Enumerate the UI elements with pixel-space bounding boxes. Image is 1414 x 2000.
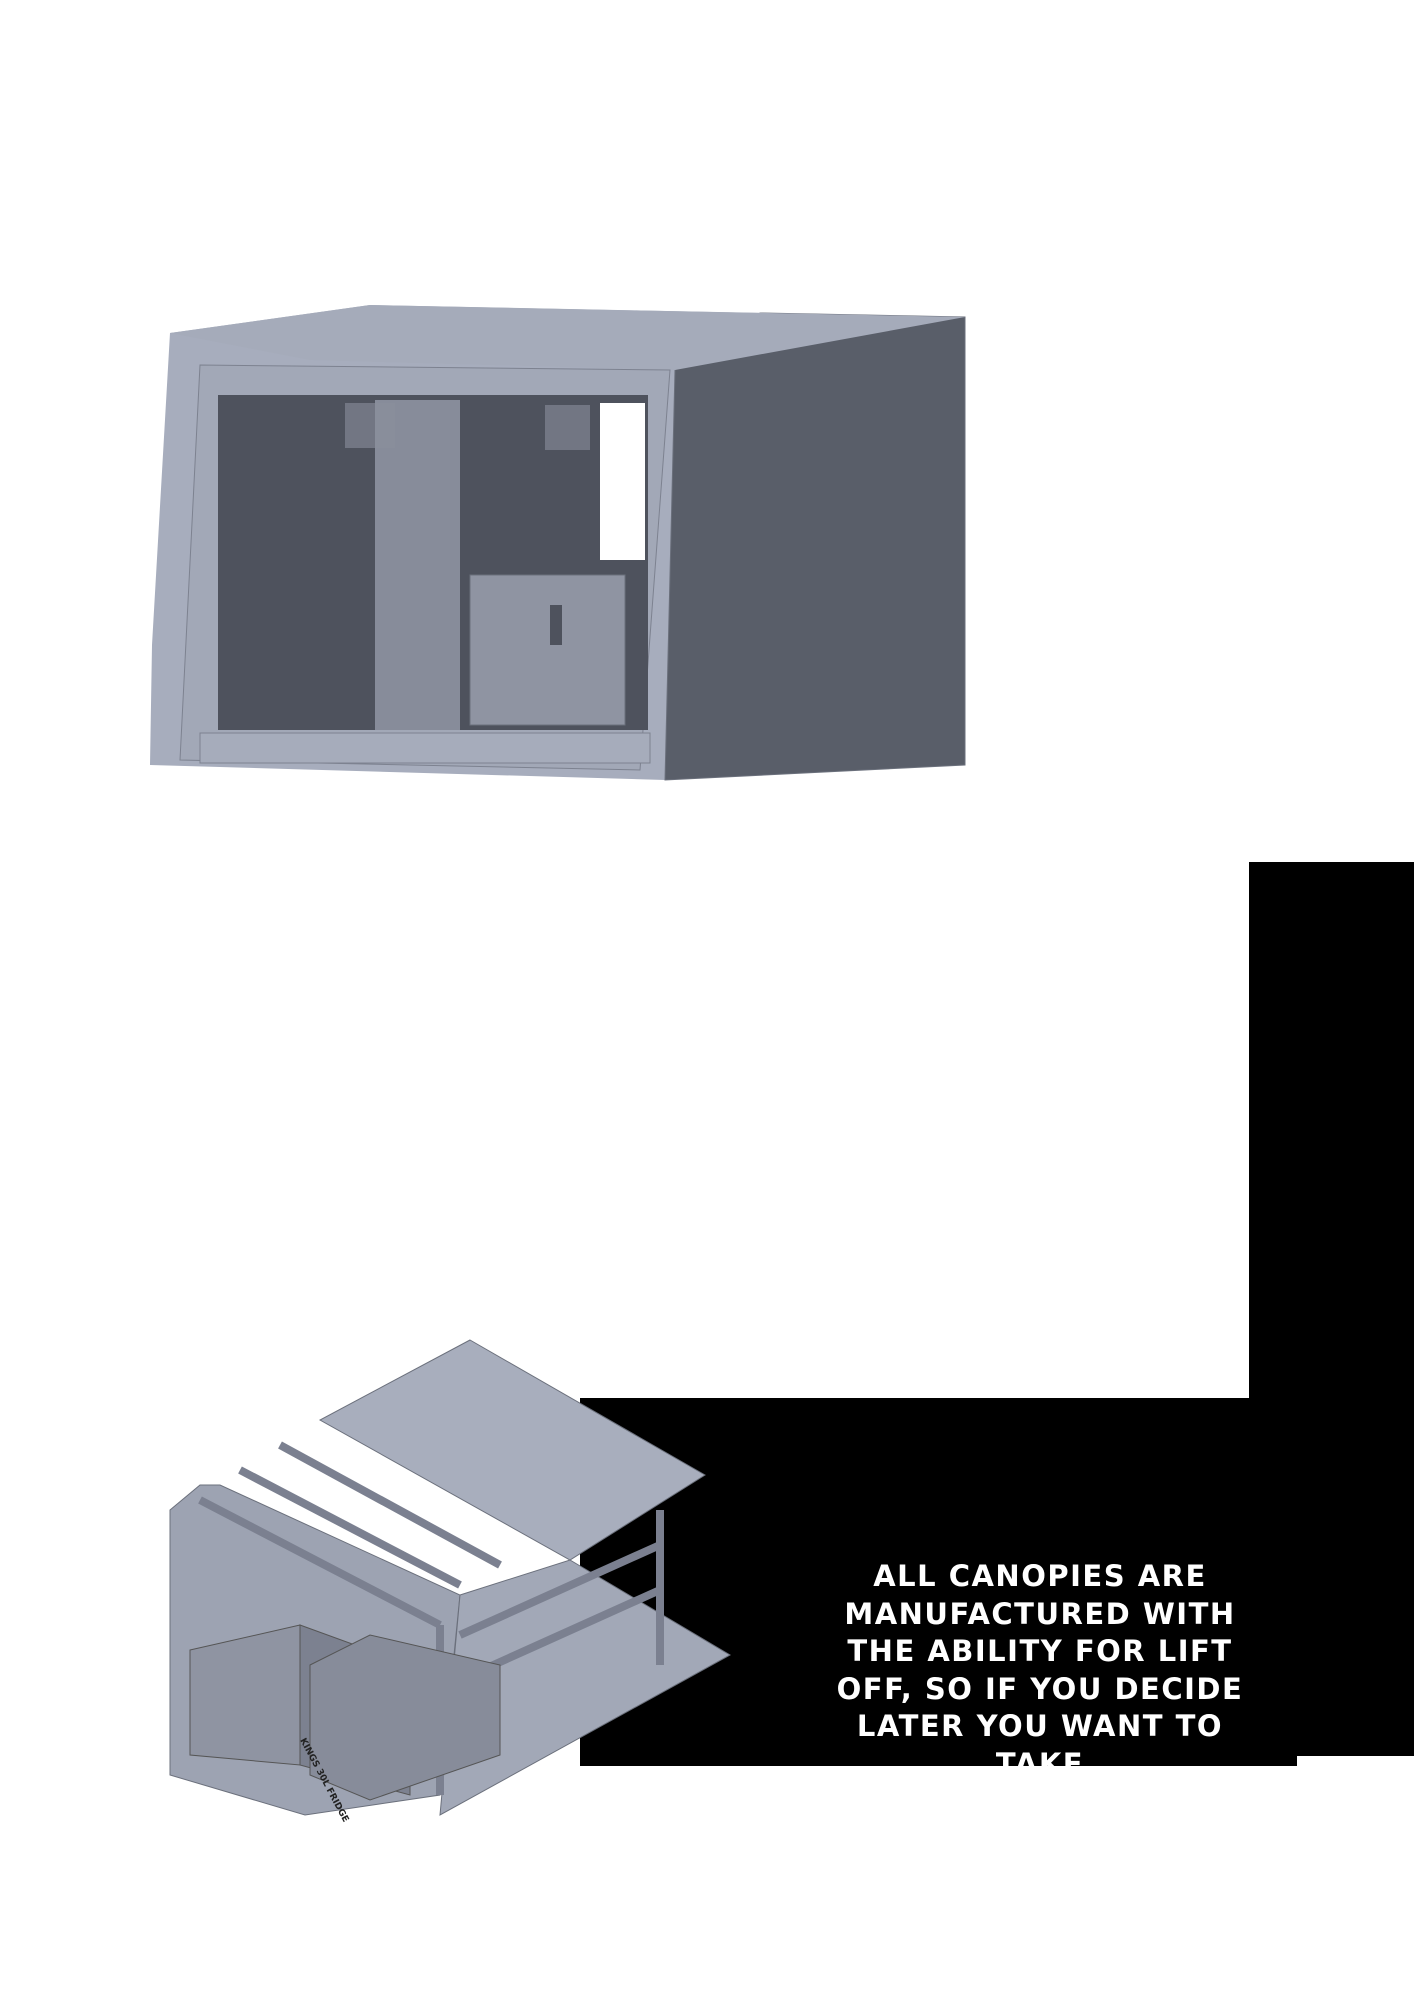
- promo-text-box: All canopies are manufactured with the a…: [580, 1398, 1297, 1766]
- canopy-front-image: [150, 305, 966, 781]
- promo-text: All canopies are manufactured with the a…: [836, 1559, 1244, 1766]
- canopy-interior-image: KINGS 30L FRIDGE: [169, 1339, 732, 1824]
